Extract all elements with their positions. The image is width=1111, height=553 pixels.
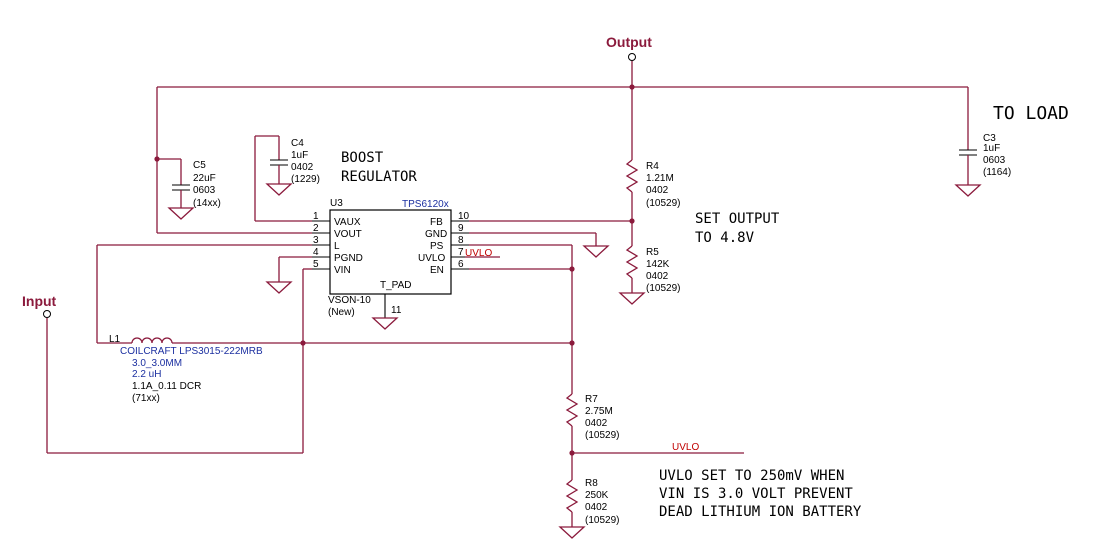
pin2-name: VOUT [334, 229, 362, 240]
ic-u3: U3 TPS6120x VSON-10 (New) 1 2 3 4 5 VAUX… [312, 198, 500, 330]
c4-value: 1uF [291, 150, 308, 161]
uvlo-note-3: DEAD LITHIUM ION BATTERY [659, 504, 862, 520]
r7-value: 2.75M [585, 406, 613, 417]
capacitor-c5: C5 22uF 0603 (14xx) [154, 156, 221, 220]
ic-part: TPS6120x [402, 199, 449, 210]
pin9-name: GND [425, 229, 447, 240]
l1-ref: L1 [109, 334, 121, 345]
r8-code: (10529) [585, 515, 619, 526]
fb-wire [469, 218, 635, 224]
inductor-l1: L1 COILCRAFT LPS3015-222MRB 3.0_3.0MM 2.… [96, 244, 572, 404]
c5-value: 22uF [193, 173, 216, 184]
r7-code: (10529) [585, 430, 619, 441]
pin1-name: VAUX [334, 217, 361, 228]
r5-size: 0402 [646, 271, 669, 282]
pin5-name: VIN [334, 265, 351, 276]
l1-dims: 3.0_3.0MM [132, 358, 182, 369]
resistor-r7: R7 2.75M 0402 (10529) [565, 393, 619, 480]
uvlo-note-1: UVLO SET TO 250mV WHEN [659, 468, 844, 484]
pin2-num: 2 [313, 223, 319, 234]
ic-package: VSON-10 [328, 295, 371, 306]
r7-size: 0402 [585, 418, 608, 429]
ic-title-line1: BOOST [341, 150, 384, 166]
pin7-num: 7 [458, 247, 464, 258]
pin4-name: PGND [334, 253, 363, 264]
pin5-num: 5 [313, 259, 319, 270]
c3-code: (1164) [983, 167, 1011, 178]
pin6-num: 6 [458, 259, 464, 270]
vin-wire [46, 268, 312, 454]
to-load-note: TO LOAD [993, 103, 1069, 124]
pin7-name: UVLO [418, 253, 445, 264]
gnd-pin9-ground [469, 232, 610, 258]
pin8-name: PS [430, 241, 444, 252]
c3-ref: C3 [983, 133, 996, 144]
c4-code: (1229) [291, 174, 320, 185]
c4-ref: C4 [291, 138, 304, 149]
pin4-num: 4 [313, 247, 319, 258]
resistor-r4: R4 1.21M 0402 (10529) [625, 87, 680, 246]
pin10-num: 10 [458, 211, 470, 222]
r5-code: (10529) [646, 283, 680, 294]
r5-value: 142K [646, 259, 670, 270]
r4-size: 0402 [646, 185, 669, 196]
ic-uvlo-net-label: UVLO [465, 248, 492, 259]
r4-code: (10529) [646, 198, 680, 209]
l1-value: 2.2 uH [132, 369, 161, 380]
pin3-num: 3 [313, 235, 319, 246]
pin10-name: FB [430, 217, 443, 228]
capacitor-c3: C3 1uF 0603 (1164) [954, 87, 1011, 197]
output-port-label: Output [606, 34, 652, 50]
r8-size: 0402 [585, 502, 608, 513]
c3-size: 0603 [983, 155, 1006, 166]
r5-ref: R5 [646, 247, 659, 258]
c5-size: 0603 [193, 185, 216, 196]
set-output-note-1: SET OUTPUT [695, 211, 780, 227]
pin9-num: 9 [458, 223, 464, 234]
ic-package-note: (New) [328, 307, 355, 318]
uvlo-net-label: UVLO [672, 442, 699, 453]
ps-pin8-wire [469, 244, 573, 269]
input-port: Input [22, 293, 57, 318]
input-port-label: Input [22, 293, 57, 309]
pin6-name: EN [430, 265, 444, 276]
r8-value: 250K [585, 490, 609, 501]
pin3-name: L [334, 241, 340, 252]
r4-value: 1.21M [646, 173, 674, 184]
resistor-r8: R8 250K 0402 (10529) [558, 478, 619, 539]
l1-part: COILCRAFT LPS3015-222MRB [120, 346, 263, 357]
set-output-note-2: TO 4.8V [695, 230, 755, 246]
pin8-num: 8 [458, 235, 464, 246]
c3-value: 1uF [983, 143, 1000, 154]
pin11-num: 11 [391, 305, 402, 316]
en-vin-bus [469, 266, 575, 394]
c4-size: 0402 [291, 162, 314, 173]
pin1-num: 1 [313, 211, 319, 222]
r4-ref: R4 [646, 161, 659, 172]
output-port: Output [606, 34, 652, 61]
pgnd-ground [265, 256, 312, 294]
c5-ref: C5 [193, 160, 206, 171]
capacitor-c4: C4 1uF 0402 (1229) [254, 135, 320, 222]
uvlo-note-2: VIN IS 3.0 VOLT PREVENT [659, 486, 853, 502]
uvlo-net: UVLO [569, 442, 744, 456]
resistor-r5: R5 142K 0402 (10529) [618, 245, 680, 305]
r7-ref: R7 [585, 394, 598, 405]
tpad-name: T_PAD [380, 280, 412, 291]
l1-code: (71xx) [132, 393, 160, 404]
r8-ref: R8 [585, 478, 598, 489]
ic-ref: U3 [330, 198, 343, 209]
c5-code: (14xx) [193, 198, 221, 209]
ic-title-line2: REGULATOR [341, 169, 417, 185]
l1-rating: 1.1A_0.11 DCR [132, 381, 201, 392]
